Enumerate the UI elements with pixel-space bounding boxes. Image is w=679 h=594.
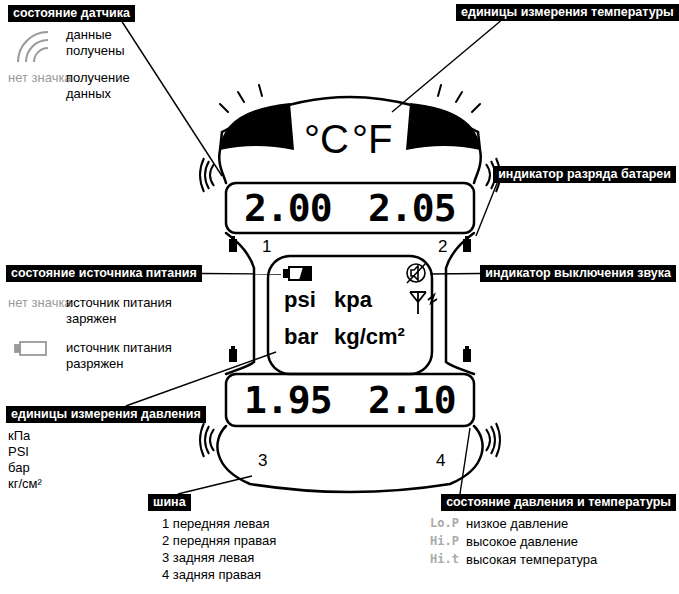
roof-blob-right	[406, 103, 480, 150]
leader-line	[178, 476, 252, 494]
mute-icon	[407, 263, 426, 283]
pressure-unit: psi	[284, 288, 316, 312]
status-text: высокое давление	[466, 534, 578, 550]
callout-title: индикатор выключения звука	[485, 266, 671, 280]
callout-title: единицы измерения давления	[11, 407, 201, 421]
pressure-reading: 2.10	[368, 381, 456, 419]
pressure-reading: 2.05	[368, 189, 456, 227]
leader-line	[460, 428, 470, 494]
tire-number: 3	[258, 452, 267, 471]
lower-digit-window	[226, 374, 474, 426]
callout-title: состояние источника питания	[11, 266, 197, 280]
leader-line	[392, 21, 501, 112]
wave-arc	[486, 164, 490, 186]
callout-header: индикатор разряда батареи	[493, 166, 676, 183]
status-text: высокая температура	[466, 552, 597, 568]
pressure-unit: bar	[284, 325, 318, 349]
body-left	[217, 132, 482, 492]
rays	[220, 85, 480, 112]
tire-number: 4	[436, 452, 445, 471]
wave-arc	[486, 429, 490, 451]
pressure-unit: kpa	[334, 288, 372, 312]
temp-unit: °F	[352, 117, 392, 161]
status-code: Hi.t	[430, 552, 459, 568]
callout-title: шина	[153, 495, 186, 509]
low-battery-icon	[284, 267, 311, 280]
legend-sensor-icon	[18, 32, 48, 62]
wave-arc	[205, 426, 209, 454]
wave-arc	[491, 426, 495, 454]
status-code: Hi.P	[430, 534, 459, 550]
roof-blob-left	[220, 103, 294, 150]
wave-arc	[200, 158, 204, 192]
center-screen	[268, 256, 432, 374]
callout-title: состояние давления и температуры	[446, 495, 671, 509]
car-outline	[217, 85, 482, 492]
legend-text: получение данных	[66, 70, 138, 103]
pressure-reading: 2.00	[244, 189, 332, 227]
upper-digit-window	[226, 183, 474, 233]
unit-item: PSI	[8, 444, 29, 460]
status-text: низкое давление	[466, 516, 568, 532]
tire-item: 2 передняя правая	[162, 533, 276, 549]
pressure-reading: 1.95	[244, 381, 332, 419]
antenna-icon	[410, 292, 437, 314]
tire-number: 1	[262, 238, 271, 257]
wave-arc	[496, 423, 500, 457]
leader-line	[202, 273, 281, 275]
body-right	[446, 132, 481, 374]
leader-line	[430, 273, 480, 275]
callout-header: шина	[148, 494, 191, 511]
callout-header: индикатор выключения звука	[480, 265, 676, 282]
callout-title: единицы измерения температуры	[461, 5, 674, 19]
sensor-waves	[200, 158, 500, 457]
callout-header: единицы измерения температуры	[456, 4, 679, 21]
temp-unit: °C	[304, 117, 349, 161]
legend-sample-text: нет значка	[8, 70, 72, 86]
legend-text: данные получены	[66, 27, 138, 60]
callout-header: состояние датчика	[8, 5, 135, 22]
callout-header: единицы измерения давления	[6, 406, 206, 423]
status-code: Lo.P	[430, 516, 459, 532]
legend-text: источник питания разряжен	[66, 340, 186, 373]
legend-sample-text: нет значка	[8, 295, 72, 311]
wave-arc	[205, 161, 209, 189]
legend-low-battery-icon	[15, 342, 46, 355]
unit-item: кПа	[8, 428, 30, 444]
legend-text: источник питания заряжен	[66, 295, 186, 328]
tire-item: 4 задняя правая	[162, 567, 261, 583]
leader-line	[122, 22, 222, 176]
callout-header: состояние источника питания	[6, 265, 202, 282]
callout-title: состояние датчика	[13, 6, 130, 20]
battery-icons	[229, 236, 471, 362]
callout-header: состояние давления и температуры	[441, 494, 676, 511]
pressure-unit: kg/cm²	[334, 325, 405, 349]
tire-number: 2	[438, 238, 447, 257]
unit-item: бар	[8, 460, 30, 476]
leader-line	[476, 183, 497, 236]
tire-item: 1 передняя левая	[162, 516, 270, 532]
wave-arc	[210, 429, 214, 451]
unit-item: кг/см²	[8, 476, 42, 492]
wave-arc	[210, 164, 214, 186]
wave-arc	[200, 423, 204, 457]
tire-item: 3 задняя левая	[162, 550, 254, 566]
callout-title: индикатор разряда батареи	[498, 167, 671, 181]
